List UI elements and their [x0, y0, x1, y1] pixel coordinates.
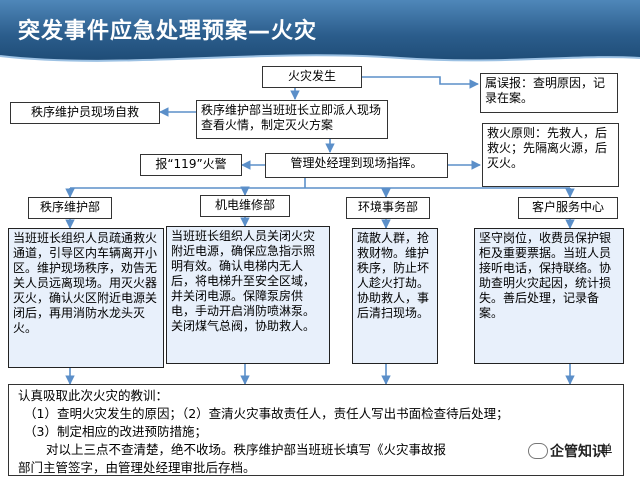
- chat-bubble-icon: [528, 443, 548, 459]
- node-fire-start: 火灾发生: [262, 66, 362, 88]
- summary-line-2: （1）查明火灾发生的原因；（2）查清火灾事故责任人，责任人写出书面检查待后处理；: [24, 406, 509, 421]
- dept-cs: 客户服务中心: [518, 197, 618, 219]
- summary-line-4: 对以上三点不查清楚，绝不收场。秩序维护部当班班长填写《火灾事故报: [46, 442, 447, 457]
- task-cs: 坚守岗位，收费员保护银柜及重要票据。当班人员接听电话，保持联络。协助查明火灾起因…: [474, 228, 624, 364]
- task-mep: 当班班长组织人员关闭火灾附近电源，确保应急指示照明有效。确认电梯内无人后，将电梯…: [166, 226, 330, 364]
- summary-line-3: （3）制定相应的改进预防措施；: [24, 424, 207, 439]
- node-fire-principle: 救火原则：先救人，后救火；先隔离火源，后灭火。: [482, 123, 619, 187]
- summary-box: [8, 384, 624, 476]
- node-call-119: 报“119”火警: [140, 154, 242, 176]
- page-title: 突发事件应急处理预案—火灾: [18, 19, 318, 44]
- watermark: 企管知识: [528, 441, 636, 461]
- task-security: 当班班长组织人员疏通救火通道，引导区内车辆离开小区。维护现场秩序，劝告无关人员远…: [8, 228, 164, 368]
- task-env: 疏散人群，抢救财物。维护秩序，防止坏人趁火打劫。协助救人，事后清扫现场。: [352, 228, 438, 364]
- header-wave-decoration: [0, 54, 640, 70]
- node-false-alarm: 属误报：查明原因，记录在案。: [480, 73, 618, 113]
- summary-line-5: 部门主管签字，由管理处经理审批后存档。: [18, 460, 256, 475]
- summary-line-1: 认真吸取此次火灾的教训：: [18, 388, 169, 403]
- title-banner: 突发事件应急处理预案—火灾: [0, 0, 640, 64]
- node-manager-command: 管理处经理到现场指挥。: [265, 153, 448, 178]
- dept-security: 秩序维护部: [28, 197, 112, 219]
- dept-mep: 机电维修部: [200, 195, 290, 217]
- summary-line-4b: 单: [600, 442, 613, 457]
- node-security-self-rescue: 秩序维护员现场自救: [10, 102, 160, 124]
- node-dispatch: 秩序维护部当班班长立即派人现场查看火情，制定灭火方案: [196, 100, 388, 139]
- dept-env: 环境事务部: [346, 197, 430, 219]
- watermark-text: 企管知识: [550, 444, 606, 460]
